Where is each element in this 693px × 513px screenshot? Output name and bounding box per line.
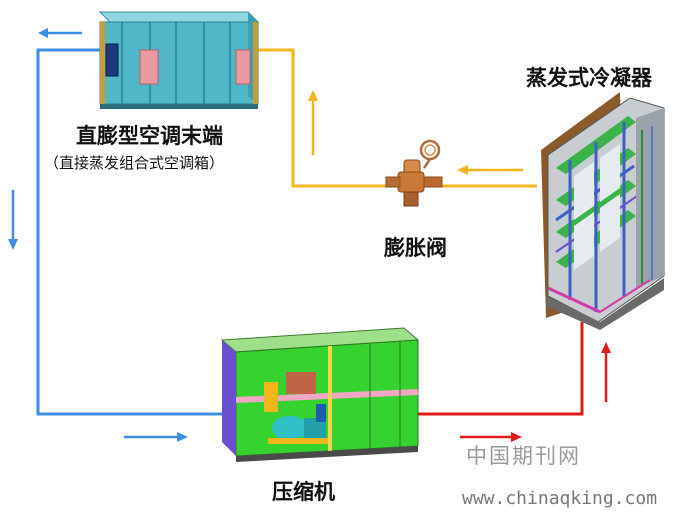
- ahu-title: 直膨型空调末端: [76, 124, 223, 148]
- evaporative-condenser: [541, 92, 665, 330]
- expansion-valve-icon: [385, 139, 443, 207]
- arrow-blue-down: [8, 190, 18, 250]
- arrow-red-up: [601, 342, 611, 402]
- arrow-blue-top-left: [38, 28, 82, 38]
- ahu-subtitle: （直接蒸发组合式空调箱）: [44, 154, 225, 172]
- liquid-line: [258, 48, 537, 188]
- compressor-title: 压缩机: [272, 480, 335, 504]
- watermark-url: www.chinaqking.com: [462, 488, 658, 509]
- condenser-title: 蒸发式冷凝器: [526, 66, 652, 90]
- discharge-line: [418, 322, 584, 416]
- arrow-yellow-left: [457, 165, 523, 175]
- valve-title: 膨胀阀: [384, 236, 447, 260]
- watermark-cn: 中国期刊网: [466, 444, 581, 468]
- air-handling-unit: [98, 11, 260, 109]
- compressor-unit: [220, 327, 420, 462]
- arrow-red-right: [460, 432, 522, 442]
- suction-line: [36, 48, 222, 416]
- arrow-yellow-up: [308, 90, 318, 155]
- arrow-blue-right: [124, 432, 188, 442]
